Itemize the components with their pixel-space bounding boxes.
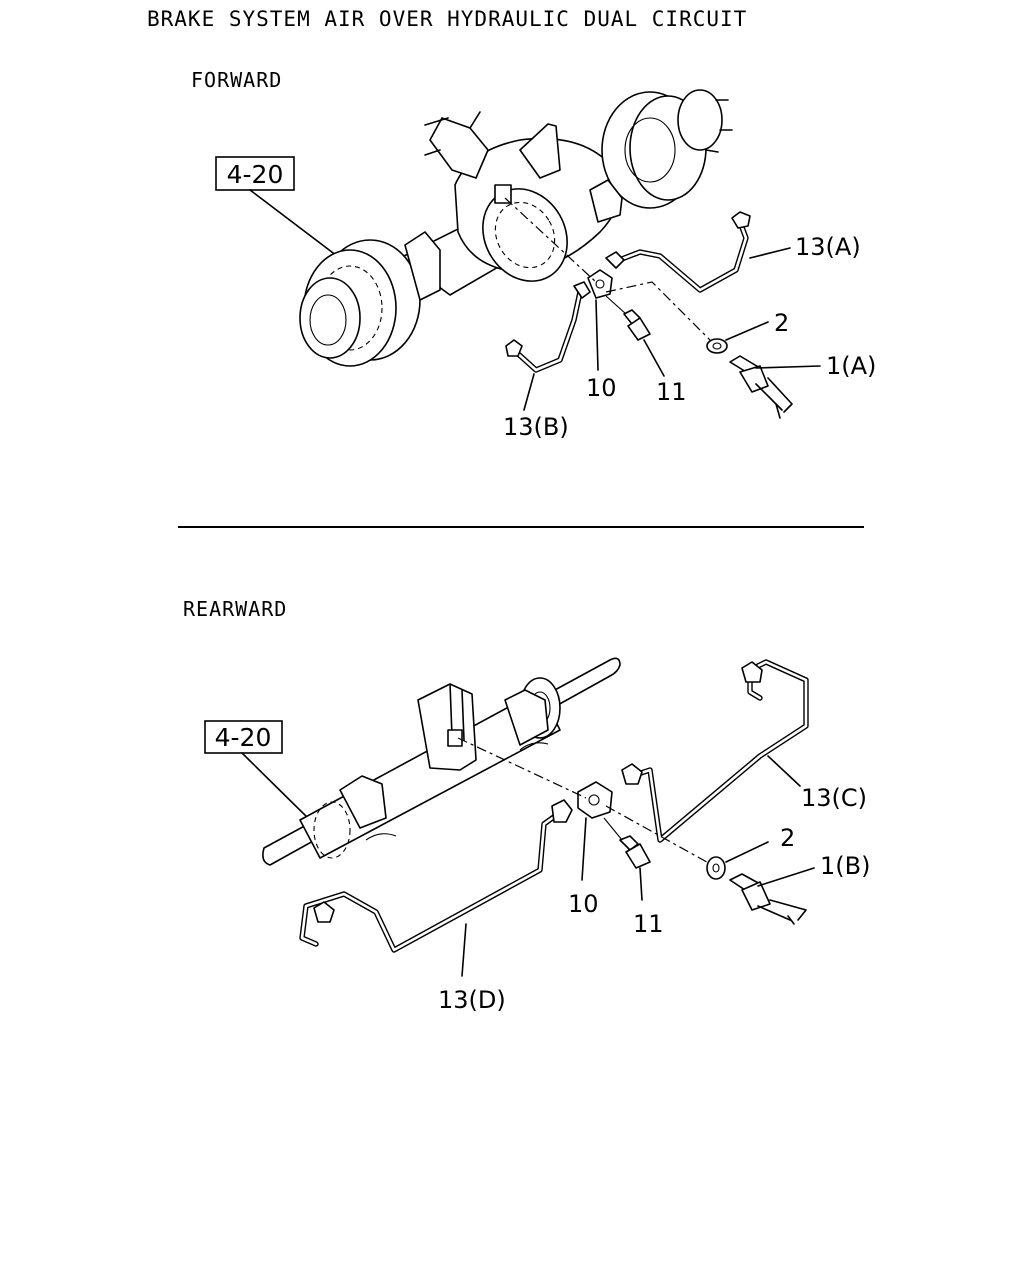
forward-ref-box-text: 4-20 [227, 160, 284, 189]
rearward-callout-11-leader [639, 867, 643, 901]
forward-axle-assembly [299, 89, 733, 367]
rearward-callout-10: 10 [568, 890, 599, 918]
forward-callout-1a: 1(A) [826, 352, 876, 380]
forward-center-line [504, 197, 713, 343]
forward-section: FORWARD 4-20 [191, 68, 876, 441]
forward-ref-box: 4-20 [215, 156, 295, 191]
rearward-callout-1b: 1(B) [820, 852, 870, 880]
forward-callout-11-leader [643, 339, 665, 377]
forward-callout-10-leader [595, 299, 599, 371]
forward-hose-1a [729, 355, 793, 419]
rearward-callout-13c-leader [767, 755, 801, 787]
rearward-ref-leader [241, 752, 311, 821]
forward-callout-13a: 13(A) [795, 233, 861, 261]
rearward-callout-10-leader [581, 817, 587, 881]
forward-callout-11: 11 [656, 378, 687, 406]
rearward-section: REARWARD 4-20 [183, 597, 870, 1014]
forward-washer-2 [706, 338, 728, 354]
forward-callout-1a-leader [755, 365, 821, 369]
forward-fitting-10 [587, 269, 613, 299]
rearward-ref-box: 4-20 [204, 720, 283, 754]
forward-bolt-11 [623, 309, 651, 341]
forward-callout-10: 10 [586, 374, 617, 402]
rearward-ref-box-text: 4-20 [215, 723, 272, 752]
rearward-hose-1b [729, 873, 807, 925]
rearward-pipe-13d [299, 799, 573, 953]
forward-ref-leader [249, 189, 346, 263]
rearward-washer-2 [706, 856, 726, 880]
forward-callout-13b: 13(B) [503, 413, 569, 441]
page-title: BRAKE SYSTEM AIR OVER HYDRAULIC DUAL CIR… [147, 7, 747, 31]
forward-callout-2: 2 [774, 309, 789, 337]
rearward-callout-2-leader [725, 841, 769, 863]
forward-callout-13a-leader [749, 247, 791, 259]
rearward-callout-11: 11 [633, 910, 664, 938]
rearward-callout-13d: 13(D) [438, 986, 506, 1014]
rearward-bolt-11 [619, 835, 651, 869]
rearward-axle-assembly [262, 657, 621, 866]
rearward-callout-1b-leader [757, 867, 815, 887]
forward-pipe-13b [505, 281, 591, 373]
rearward-callout-13d-leader [461, 923, 467, 977]
rearward-label: REARWARD [183, 597, 287, 621]
forward-pipe-13a [605, 211, 751, 293]
forward-callout-2-leader [725, 321, 769, 341]
rearward-fitting-10 [577, 781, 613, 819]
rearward-pipe-13c [621, 659, 809, 843]
rearward-center-line [457, 737, 715, 867]
forward-label: FORWARD [191, 68, 282, 92]
forward-callout-13b-leader [523, 373, 535, 411]
rearward-callout-2: 2 [780, 824, 795, 852]
rearward-callout-13c: 13(C) [801, 784, 867, 812]
